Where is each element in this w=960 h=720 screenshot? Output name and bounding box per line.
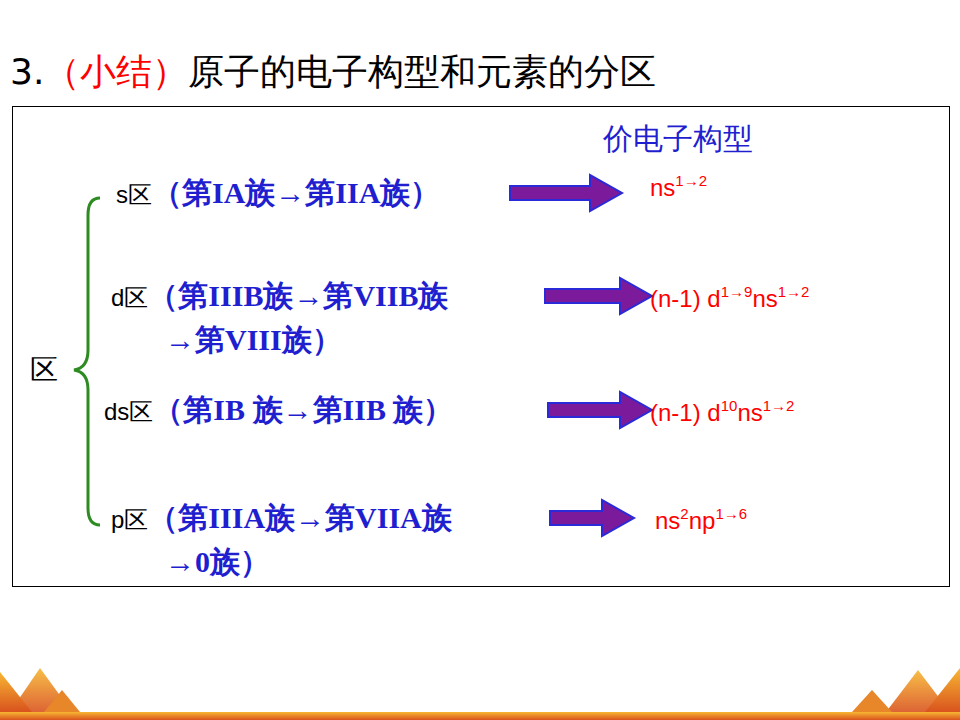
label-text: →第VIII族） — [165, 323, 342, 356]
text-row: ds区（第IB 族→第IIB 族） — [104, 392, 453, 428]
superscript: 1→2 — [778, 283, 810, 300]
block-arrow — [550, 500, 634, 536]
block-arrow — [545, 278, 652, 314]
label-text: ns — [752, 285, 777, 312]
label-text: p区 — [111, 506, 148, 533]
label-text: ns — [650, 174, 675, 201]
label-text: np — [689, 507, 716, 534]
superscript: 1→2 — [763, 397, 795, 414]
text-row: ns2np1→6 — [655, 505, 747, 536]
text-row: 3.（小结）原子的电子构型和元素的分区 — [10, 50, 656, 93]
superscript: 1→6 — [715, 505, 747, 522]
label-text: d区 — [111, 284, 148, 311]
superscript: 2 — [680, 505, 688, 522]
label-text: 3. — [10, 51, 44, 92]
label-text: ns — [655, 507, 680, 534]
text-row: 区 — [30, 353, 58, 387]
text-row: (n-1) d1→9ns1→2 — [650, 283, 809, 314]
text-row: d区（第IIIB族→第VIIB族 — [111, 278, 448, 314]
text-row: 价电子构型 — [603, 121, 753, 157]
label-text: (n-1) d — [650, 399, 721, 426]
text-row: →第VIII族） — [165, 322, 342, 358]
text-row: p区（第IIIA族→第VIIA族 — [111, 500, 452, 536]
label-text: (n-1) d — [650, 285, 721, 312]
label-text: （第IB 族→第IIB 族） — [153, 393, 453, 426]
text-row: →0族） — [165, 544, 270, 580]
superscript: 1→9 — [721, 283, 753, 300]
label-text: （第IIIA族→第VIIA族 — [148, 501, 451, 534]
label-text: 区 — [30, 353, 58, 386]
superscript: 1→2 — [675, 172, 707, 189]
label-text: s区 — [116, 181, 152, 208]
outer-frame — [13, 107, 950, 587]
text-row: (n-1) d10ns1→2 — [650, 397, 794, 428]
slide-title: 原子的电子构型和元素的分区 — [188, 51, 656, 92]
label-text: （小结） — [44, 51, 188, 92]
label-text: ns — [737, 399, 762, 426]
superscript: 10 — [721, 397, 738, 414]
label-text: （第IA族→第IIA族） — [152, 176, 440, 209]
label-text: （第IIIB族→第VIIB族 — [148, 279, 448, 312]
text-row: s区（第IA族→第IIA族） — [116, 175, 440, 211]
label-text: →0族） — [165, 545, 270, 578]
curly-brace — [74, 198, 100, 525]
label-text: ds区 — [104, 398, 153, 425]
corner-ornament — [0, 668, 960, 720]
block-arrow — [548, 392, 652, 428]
text-row: ns1→2 — [650, 172, 707, 203]
label-text: 价电子构型 — [603, 121, 753, 156]
block-arrow — [510, 175, 622, 211]
